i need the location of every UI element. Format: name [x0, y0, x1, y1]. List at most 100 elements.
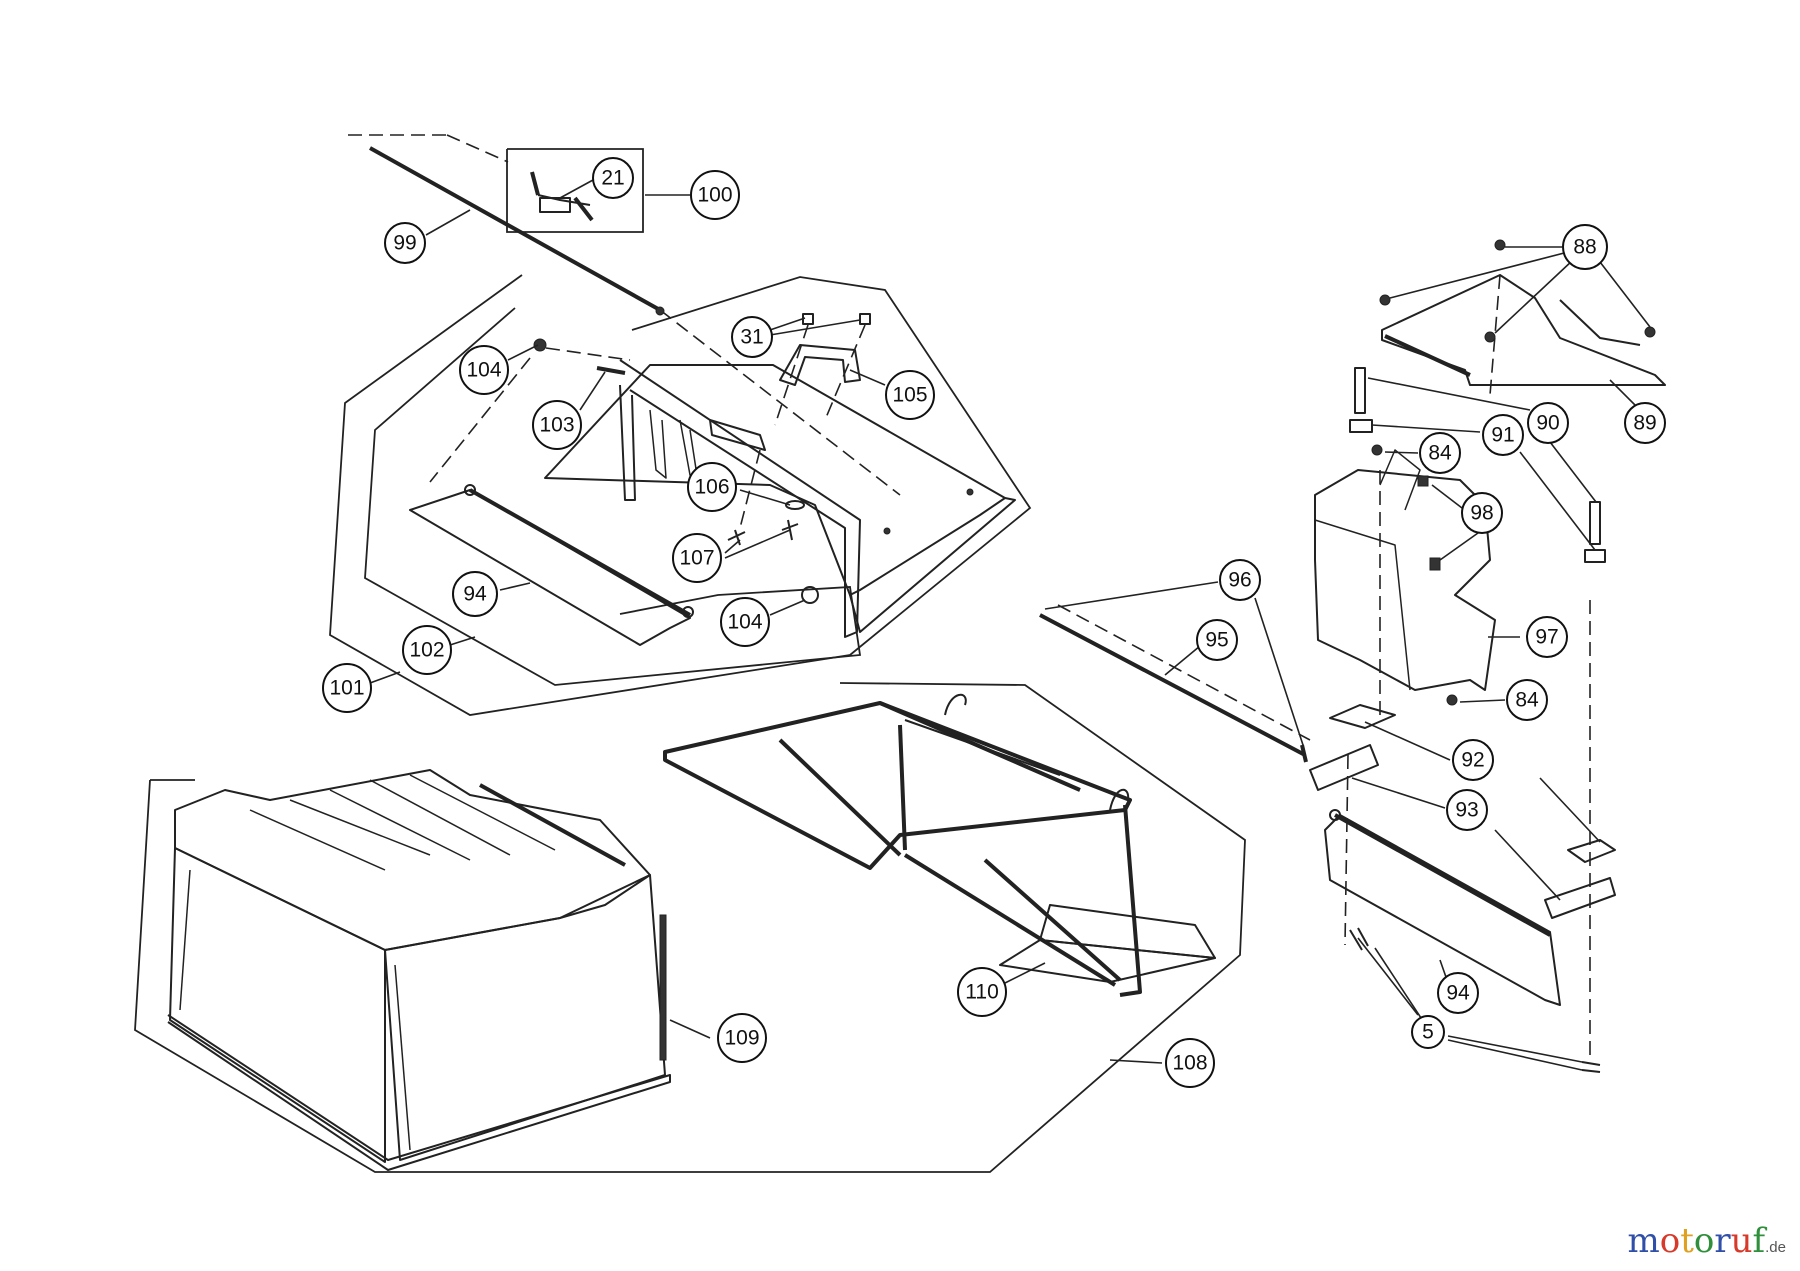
- bolt-88-c: [1484, 331, 1496, 343]
- leader-5-b: [1374, 947, 1426, 1025]
- callout-98: 98: [1461, 492, 1503, 534]
- leader-105: [849, 369, 886, 386]
- callout-104-bottom-label: 104: [727, 611, 762, 634]
- frame-cross-rod-2: [898, 724, 907, 851]
- callout-99: 99: [384, 222, 426, 264]
- leader-103: [579, 371, 606, 411]
- group-100-outline: [506, 148, 644, 233]
- grass-bag-body: [167, 769, 671, 1171]
- top-plate-spring: [1559, 299, 1641, 346]
- deflector-top-face: [1314, 519, 1411, 691]
- hinge-rod-end: [655, 306, 665, 316]
- callout-84-bottom-label: 84: [1515, 689, 1539, 712]
- leader-84a: [1384, 451, 1419, 454]
- hinge-93-top: [1309, 744, 1379, 791]
- bag-top-seam-1: [289, 799, 431, 856]
- leader-21: [559, 179, 594, 199]
- callout-104-top: 104: [459, 345, 509, 395]
- callout-100: 100: [690, 170, 740, 220]
- callout-103-label: 103: [539, 414, 574, 437]
- watermark-letter: u: [1730, 1221, 1753, 1261]
- callout-103: 103: [532, 400, 582, 450]
- assembly-outlines: [134, 148, 1246, 1173]
- callout-90-label: 90: [1536, 412, 1559, 435]
- callout-101-label: 101: [329, 677, 364, 700]
- callout-97-label: 97: [1535, 626, 1558, 649]
- leader-95: [1164, 645, 1201, 676]
- callout-106: 106: [687, 462, 737, 512]
- callout-100-label: 100: [697, 184, 732, 207]
- lower-flap-rod: [1334, 813, 1551, 937]
- leader-102: [449, 636, 476, 646]
- callout-93-label: 93: [1455, 799, 1478, 822]
- screw-5-right: [1581, 1061, 1601, 1073]
- leader-104a: [507, 344, 539, 361]
- callout-99-label: 99: [393, 232, 416, 255]
- leader-98-a: [1431, 484, 1463, 509]
- leader-31-b: [769, 319, 861, 336]
- right-side-assembly: [1039, 239, 1666, 1073]
- bushing-top-guide: [545, 347, 631, 361]
- callout-91-label: 91: [1491, 424, 1514, 447]
- leader-5-c: [1447, 1035, 1583, 1063]
- watermark-letter: f: [1752, 1221, 1766, 1261]
- watermark-letter: t: [1680, 1221, 1694, 1261]
- frame-lower-rod-2: [983, 858, 1122, 982]
- top-frame-assembly: [409, 313, 1016, 646]
- deflector-body: [1314, 469, 1496, 691]
- leader-101: [369, 671, 401, 684]
- pin-96: [1300, 744, 1308, 763]
- callout-105-label: 105: [892, 384, 927, 407]
- leader-88-c: [1494, 259, 1574, 334]
- flap-rod-end-left: [464, 484, 476, 496]
- callout-31: 31: [731, 316, 773, 358]
- leader-107-b: [724, 529, 791, 559]
- deflector-inner-plate: [1379, 449, 1421, 511]
- callout-96-label: 96: [1228, 569, 1251, 592]
- spring-clip-wire: [537, 194, 591, 206]
- callout-96: 96: [1219, 559, 1261, 601]
- leader-104b: [769, 599, 806, 616]
- leader-5-a: [1357, 937, 1419, 1016]
- screw-84-top: [1371, 444, 1383, 456]
- callout-107-label: 107: [679, 547, 714, 570]
- leader-106: [739, 489, 791, 506]
- flap-hinge-rod: [469, 488, 691, 617]
- bag-top: [174, 769, 651, 951]
- leader-92-a: [1364, 721, 1451, 761]
- callout-89: 89: [1624, 402, 1666, 444]
- callout-89-label: 89: [1633, 412, 1656, 435]
- leader-90-b: [1549, 441, 1597, 503]
- flap-rod-end-right: [682, 606, 694, 618]
- callout-21-label: 21: [601, 167, 624, 190]
- hinge-90-top: [1354, 367, 1366, 414]
- cover-plate-front-flange: [619, 359, 861, 638]
- bag-top-seam-2: [329, 789, 471, 861]
- frame-hook-left: [944, 693, 967, 716]
- hinge-91-bottom: [1584, 549, 1606, 563]
- bag-top-seam-4: [409, 774, 556, 851]
- leader-31-a: [769, 317, 806, 331]
- cover-latch-block: [709, 419, 766, 451]
- bag-side-fold: [394, 964, 411, 1151]
- callout-84-top-label: 84: [1428, 442, 1452, 465]
- callout-31-label: 31: [740, 326, 763, 349]
- callout-102: 102: [402, 625, 452, 675]
- callout-layer: 21 100 99 31 104 105 103 106 107 94 104: [322, 157, 1666, 1088]
- leader-94a: [499, 582, 531, 591]
- watermark-letter: o: [1659, 1221, 1681, 1261]
- frame-vertical-right: [1119, 804, 1142, 997]
- screw-guide: [739, 449, 761, 529]
- callout-106-label: 106: [694, 476, 729, 499]
- callout-91: 91: [1482, 414, 1524, 456]
- callout-5-label: 5: [1422, 1021, 1434, 1044]
- callout-21: 21: [592, 157, 634, 199]
- group-108-outline: [134, 682, 1246, 1173]
- hinge-rod-guide: [659, 309, 901, 496]
- callout-84-top: 84: [1419, 432, 1461, 474]
- leader-98-b: [1439, 532, 1479, 561]
- bolt-right: [859, 313, 871, 325]
- frame-top-loop: [663, 701, 1132, 870]
- washer: [785, 500, 805, 510]
- frame-cross-rod-1: [778, 738, 902, 857]
